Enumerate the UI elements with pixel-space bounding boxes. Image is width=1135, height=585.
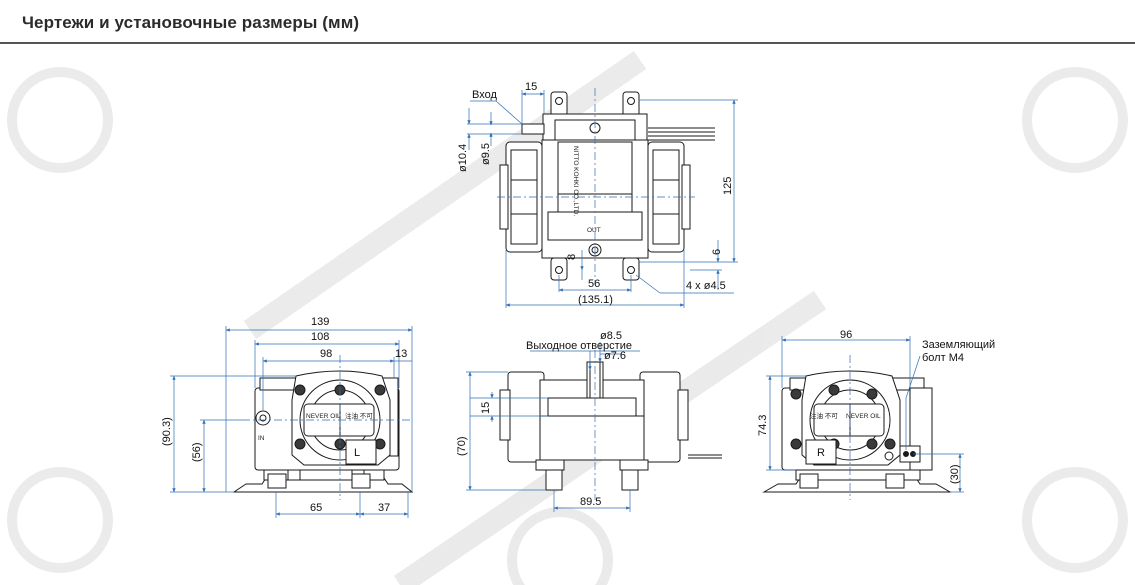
dim-d8-5: ø8.5 <box>600 330 622 342</box>
r-label: R <box>817 447 825 459</box>
page-header: Чертежи и установочные размеры (мм) <box>0 0 1135 44</box>
ground-bolt-label-line2: болт М4 <box>922 352 964 364</box>
dim-74-3: 74.3 <box>757 415 769 436</box>
dim-15-top: 15 <box>525 81 537 93</box>
dim-holes: 4 x ø4.5 <box>686 280 726 292</box>
dim-135-1: (135.1) <box>578 294 613 306</box>
dim-15-side: 15 <box>480 402 492 414</box>
ground-bolt-label-line1: Заземляющий <box>922 339 995 351</box>
side-view-dimensions <box>466 342 640 512</box>
rear-view <box>762 355 952 500</box>
dim-65: 65 <box>310 502 322 514</box>
side-view <box>499 350 722 500</box>
dim-37: 37 <box>378 502 390 514</box>
out-port-label: OUT <box>587 227 601 234</box>
dim-8: 8 <box>566 254 578 260</box>
rear-plate-jp: 注油 不可 <box>810 411 838 420</box>
front-view <box>232 355 414 500</box>
l-label: L <box>354 447 360 459</box>
dim-70: (70) <box>456 436 468 456</box>
dim-13: 13 <box>395 348 407 360</box>
page-title: Чертежи и установочные размеры (мм) <box>22 13 360 32</box>
dim-98: 98 <box>320 348 332 360</box>
dim-96: 96 <box>840 329 852 341</box>
dim-56-top: 56 <box>588 278 600 290</box>
dim-56-front: (56) <box>191 442 203 462</box>
top-view-dimensions <box>467 90 738 308</box>
front-view-dimensions <box>170 326 413 518</box>
dim-d10-4: ø10.4 <box>457 144 469 172</box>
dim-d7-6: ø7.6 <box>604 350 626 362</box>
top-view <box>497 88 715 285</box>
inlet-label: Вход <box>472 89 497 101</box>
pump-brand-label: NITTO KOHKI CO.,LTD. <box>572 146 579 216</box>
dim-6: 6 <box>711 249 723 255</box>
dim-30: (30) <box>949 464 961 484</box>
dim-d9-5: ø9.5 <box>480 143 492 165</box>
dim-125: 125 <box>722 177 734 195</box>
front-never-oil: NEVER OIL <box>306 413 341 420</box>
dim-139: 139 <box>311 316 329 328</box>
dim-108: 108 <box>311 331 329 343</box>
rear-view-dimensions <box>766 336 964 493</box>
header-divider <box>0 42 1135 44</box>
rear-never-oil: NEVER OIL <box>846 413 881 420</box>
outlet-label: Выходное отверстие <box>526 340 632 352</box>
dim-90-3: (90.3) <box>161 417 173 446</box>
dim-89-5: 89.5 <box>580 496 601 508</box>
front-plate-jp: 注油 不可 <box>345 411 373 420</box>
in-label: IN <box>258 435 265 442</box>
